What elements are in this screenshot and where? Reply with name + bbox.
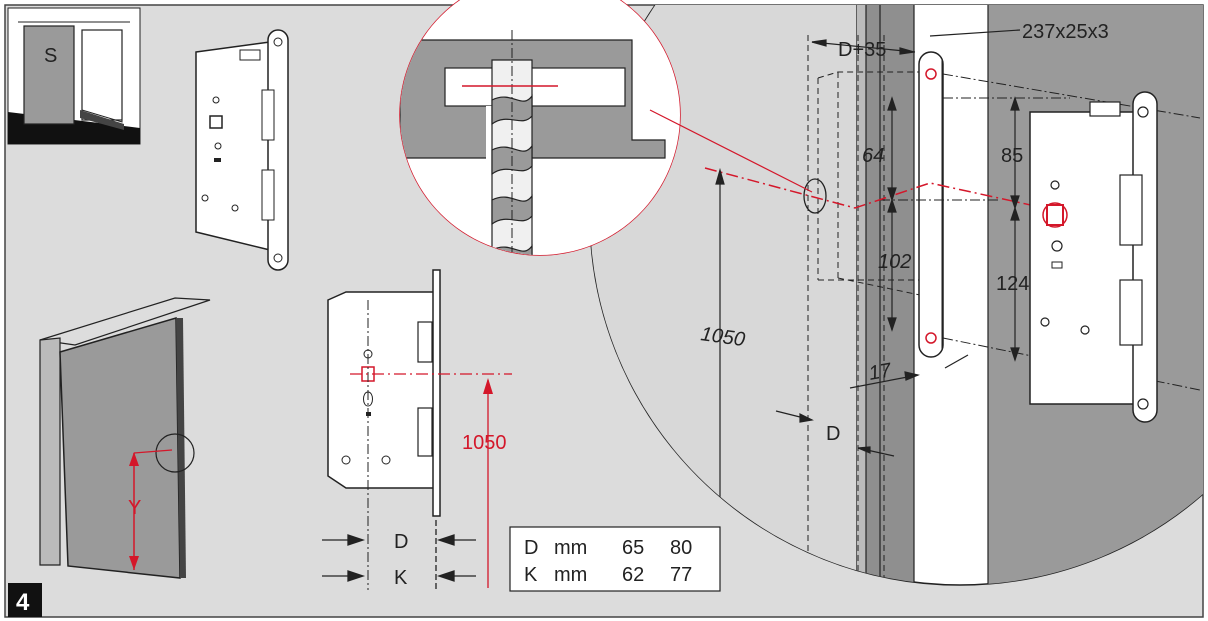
table-cell: mm xyxy=(554,537,587,559)
drill-hole xyxy=(803,178,827,214)
door-leaf xyxy=(59,317,181,579)
label-102: 102 xyxy=(878,251,911,273)
dim-height-red: 1050 xyxy=(462,432,507,454)
height-marker-y: Y xyxy=(128,497,141,519)
table-row-d: D mm 65 80 xyxy=(524,537,692,559)
frame-profile xyxy=(866,5,914,585)
label-k: K xyxy=(394,567,408,589)
label-124: 124 xyxy=(996,273,1029,295)
door-perspective xyxy=(39,297,211,579)
table-cell: mm xyxy=(554,564,587,586)
dimension-table xyxy=(509,526,721,592)
strike-plate xyxy=(918,51,944,358)
detail-circle-drill xyxy=(399,0,681,256)
dk-arrows xyxy=(322,520,476,590)
label-17: 17 xyxy=(867,359,894,385)
label-85: 85 xyxy=(1001,145,1023,167)
table-cell: 65 xyxy=(622,537,644,559)
label-d-plus: D+35 xyxy=(838,39,886,61)
lock-perspective xyxy=(195,29,289,271)
label-64: 64 xyxy=(862,145,884,167)
table-row-k: K mm 62 77 xyxy=(524,564,692,586)
label-d-detail: D xyxy=(826,423,840,445)
inset-letter: S xyxy=(44,45,57,67)
red-axis-detail xyxy=(704,167,1091,219)
lock-front-view xyxy=(327,269,512,590)
step-badge xyxy=(8,583,42,617)
table-cell: 77 xyxy=(670,564,692,586)
screw-hole-top xyxy=(925,68,937,80)
label-d: D xyxy=(394,531,408,553)
table-cell: 62 xyxy=(622,564,644,586)
screw-hole-bottom xyxy=(925,332,937,344)
table-cell: D xyxy=(524,537,538,559)
table-cell: K xyxy=(524,564,538,586)
label-strike-size: 237x25x3 xyxy=(1022,21,1109,43)
inset-door-s xyxy=(7,7,141,145)
table-cell: 80 xyxy=(670,537,692,559)
lock-body-detail xyxy=(1029,91,1158,423)
follower-square xyxy=(1046,204,1064,226)
magnify-connector xyxy=(649,109,813,193)
step-number: 4 xyxy=(16,589,30,616)
